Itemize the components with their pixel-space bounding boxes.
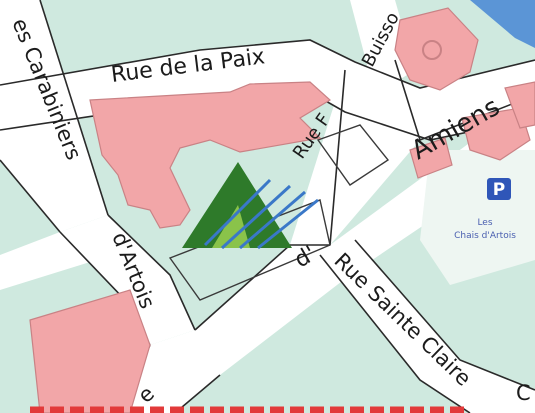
building-dome <box>422 40 442 60</box>
building-right <box>461 107 531 161</box>
logo-icon <box>182 162 319 250</box>
building-right-small <box>504 81 535 129</box>
parking-icon[interactable]: P <box>487 178 511 200</box>
poi-label-line1: Les <box>477 218 492 228</box>
parking-letter: P <box>493 180 505 200</box>
buildings <box>29 7 535 413</box>
street-label-bottom-c: C <box>516 381 531 405</box>
poi-label-line2: Chais d'Artois <box>454 231 516 241</box>
arrow-icon[interactable] <box>470 0 535 48</box>
building-bottom-left <box>29 289 151 413</box>
building-top-right <box>394 7 479 91</box>
poi-chais-dartois[interactable]: Les Chais d'Artois <box>454 218 516 241</box>
building-right-mid <box>409 137 453 179</box>
building-large <box>89 81 332 229</box>
